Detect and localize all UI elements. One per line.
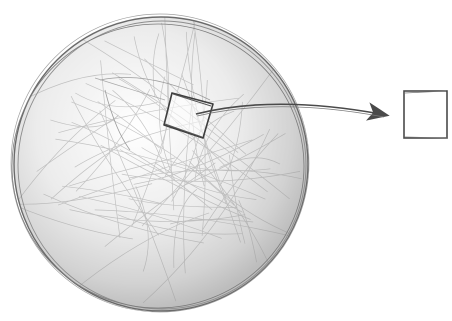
pencil-sketched-sphere [11, 12, 309, 312]
flat-square [404, 91, 447, 138]
